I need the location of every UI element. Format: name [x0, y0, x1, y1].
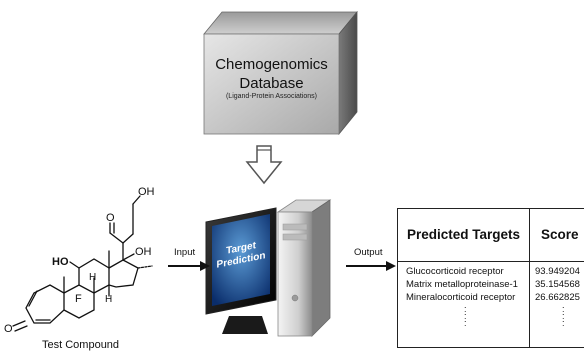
down-arrow-icon — [245, 145, 283, 185]
ellipsis-mark: : — [562, 304, 565, 314]
table-row-target: Glucocorticoid receptor — [406, 266, 504, 277]
table-row-score: 26.662825 — [535, 292, 580, 303]
header-score: Score — [541, 227, 579, 242]
atom-label-oh-c17: OH — [135, 246, 152, 258]
atom-label-oxo: O — [106, 212, 115, 224]
ellipsis-mark: : — [464, 311, 467, 321]
table-row-score: 93.949204 — [535, 266, 580, 277]
input-arrow — [168, 261, 210, 271]
ellipsis-targets: : : : — [464, 304, 467, 328]
ellipsis-mark: : — [464, 318, 467, 328]
chemical-structure — [12, 195, 153, 332]
atom-label-o3: O — [4, 323, 13, 335]
output-label: Output — [354, 247, 383, 258]
output-arrow — [346, 261, 396, 271]
ellipsis-mark: : — [464, 304, 467, 314]
table-row-score: 35.154568 — [535, 279, 580, 290]
table-column-divider — [529, 209, 530, 347]
results-table: Predicted Targets Score Glucocorticoid r… — [397, 208, 584, 348]
atom-label-h14: H — [105, 294, 113, 305]
table-header-divider — [398, 261, 584, 262]
atom-label-oh-top: OH — [138, 186, 155, 198]
table-row-target: Matrix metalloproteinase-1 — [406, 279, 518, 290]
database-label: Chemogenomics Database (Ligand-Protein A… — [204, 55, 339, 100]
input-label: Input — [174, 247, 196, 258]
database-title-line1: Chemogenomics — [215, 56, 328, 73]
computer-icon — [205, 199, 332, 337]
ellipsis-scores: : : : — [562, 304, 565, 328]
table-row-target: Mineralocorticoid receptor — [406, 292, 516, 303]
atom-label-ho: HO — [52, 256, 69, 268]
database-subtitle: (Ligand-Protein Associations) — [225, 93, 318, 100]
compound-caption: Test Compound — [42, 339, 120, 351]
atom-label-f: F — [75, 293, 82, 305]
database-box — [203, 10, 358, 136]
ellipsis-mark: : — [562, 311, 565, 321]
ellipsis-mark: : — [562, 318, 565, 328]
atom-label-h9: H — [89, 272, 97, 283]
header-predicted-targets: Predicted Targets — [407, 227, 521, 242]
database-title-line2: Database — [239, 75, 304, 92]
